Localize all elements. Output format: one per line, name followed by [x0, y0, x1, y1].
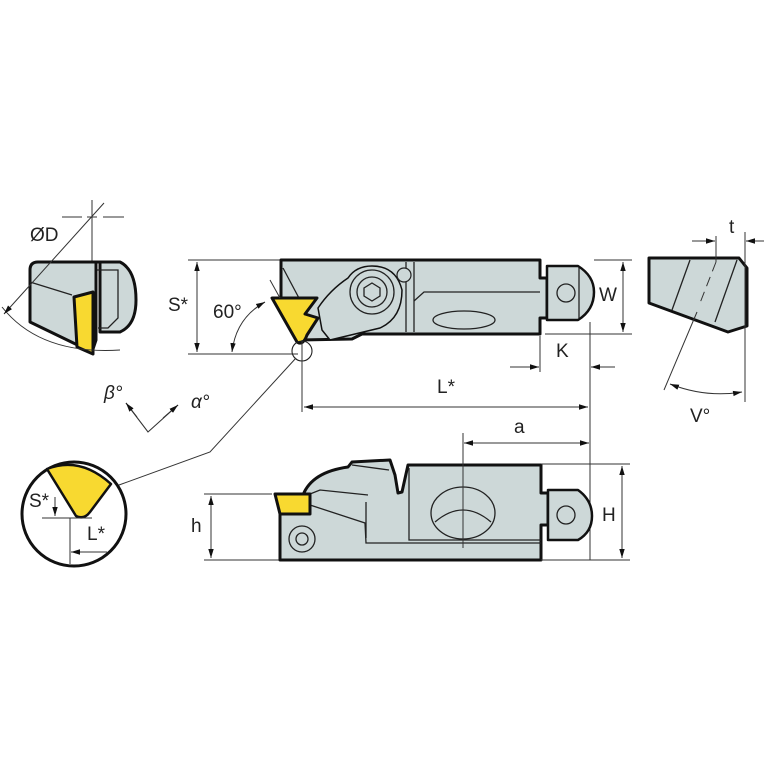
- a-label: a: [514, 417, 525, 438]
- H-label: H: [602, 505, 616, 526]
- side-view-right: [647, 232, 764, 402]
- alpha-label: α°: [191, 392, 210, 413]
- detail-leader-line: [118, 357, 297, 486]
- end-view: [1, 200, 138, 356]
- h-label: h: [191, 516, 202, 537]
- l-star-label: L*: [437, 377, 455, 398]
- s-star-label: S*: [168, 295, 189, 316]
- t-label: t: [729, 217, 735, 238]
- diameter-label: ØD: [30, 225, 59, 246]
- angle-60-label: 60°: [213, 302, 242, 323]
- k-label: K: [556, 341, 569, 362]
- beta-label: β°: [104, 383, 123, 404]
- detail-view: [20, 460, 128, 568]
- axes-indicator: [125, 402, 179, 433]
- front-view: [204, 433, 630, 562]
- detail-l-star-label: L*: [87, 524, 105, 545]
- top-view: [188, 258, 632, 560]
- w-label: W: [599, 285, 617, 306]
- v-angle-label: V°: [690, 406, 711, 427]
- detail-s-star-label: S*: [29, 491, 50, 512]
